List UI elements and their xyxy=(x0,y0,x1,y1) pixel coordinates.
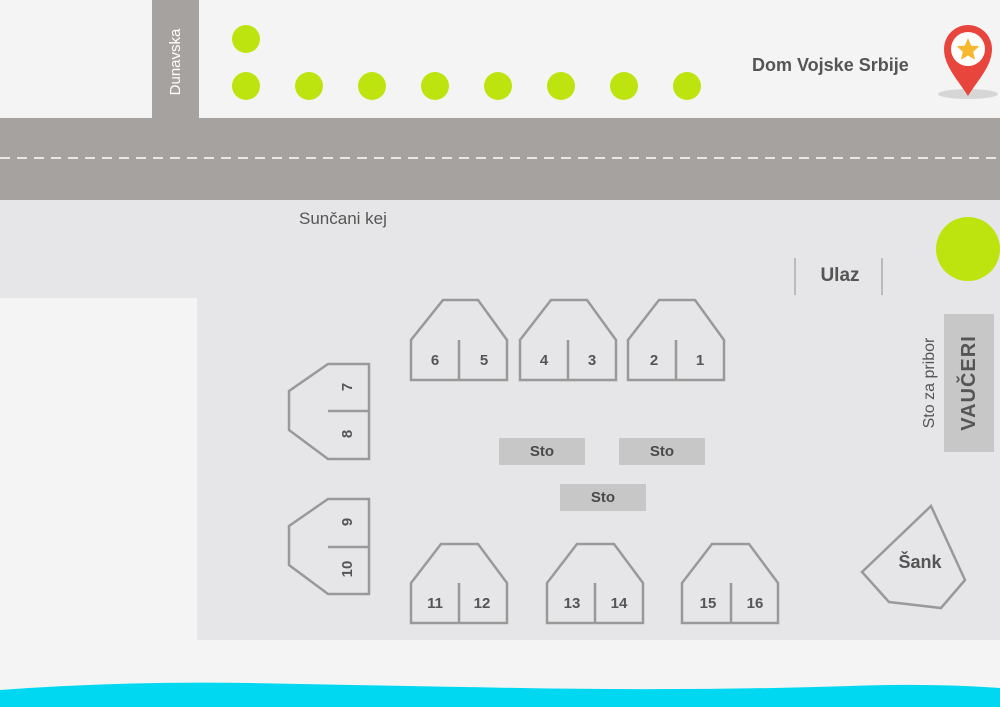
table-number: 5 xyxy=(479,352,489,369)
table-number: 14 xyxy=(610,595,628,612)
tree xyxy=(358,72,386,100)
bar-label: Šank xyxy=(898,552,942,572)
main-road xyxy=(0,118,1000,200)
service-table[interactable]: Sto xyxy=(499,438,585,465)
table-number: 7 xyxy=(339,382,356,392)
tree-large xyxy=(936,217,1000,281)
landmark-label[interactable]: Dom Vojske Srbije xyxy=(752,55,909,75)
service-table[interactable]: Sto xyxy=(560,484,646,511)
table-number: 10 xyxy=(339,560,356,578)
quay-street-label: Sunčani kej xyxy=(299,209,387,228)
vouchers-label: VAUČERI xyxy=(958,335,980,431)
table-number: 3 xyxy=(587,352,597,369)
tree xyxy=(232,72,260,100)
tree xyxy=(484,72,512,100)
table-number: 16 xyxy=(746,595,764,612)
table-number: 1 xyxy=(695,352,705,369)
river-water xyxy=(0,682,1000,707)
table-number: 15 xyxy=(699,595,717,612)
table-6-5[interactable] xyxy=(409,298,509,382)
dunavska-street-label: Dunavska xyxy=(167,28,184,96)
vouchers-booth[interactable] xyxy=(944,314,994,452)
table-number: 2 xyxy=(649,352,659,369)
table-7-8[interactable] xyxy=(287,362,371,461)
entrance-label: Ulaz xyxy=(820,265,860,286)
service-table[interactable]: Sto xyxy=(619,438,705,465)
tree xyxy=(232,25,260,53)
table-11-12[interactable] xyxy=(409,542,509,625)
venue-area xyxy=(197,298,1000,640)
table-number: 13 xyxy=(563,595,581,612)
location-pin-icon[interactable] xyxy=(938,25,998,99)
table-number: 11 xyxy=(427,595,443,612)
tree xyxy=(295,72,323,100)
tree xyxy=(547,72,575,100)
table-number: 6 xyxy=(430,352,440,369)
table-15-16[interactable] xyxy=(680,542,780,625)
bar-counter[interactable] xyxy=(860,503,967,610)
table-number: 4 xyxy=(539,352,549,369)
table-number: 9 xyxy=(339,517,356,527)
table-9-10[interactable] xyxy=(287,497,371,596)
dunavska-street xyxy=(152,0,199,120)
table-2-1[interactable] xyxy=(626,298,726,382)
quay-walkway xyxy=(0,200,1000,298)
supply-table-label: Sto za pribor xyxy=(921,337,938,429)
tree xyxy=(421,72,449,100)
table-number: 8 xyxy=(339,429,356,439)
table-13-14[interactable] xyxy=(545,542,645,625)
table-4-3[interactable] xyxy=(518,298,618,382)
tree xyxy=(673,72,701,100)
star-icon xyxy=(956,38,980,60)
tree xyxy=(610,72,638,100)
table-number: 12 xyxy=(473,595,491,612)
